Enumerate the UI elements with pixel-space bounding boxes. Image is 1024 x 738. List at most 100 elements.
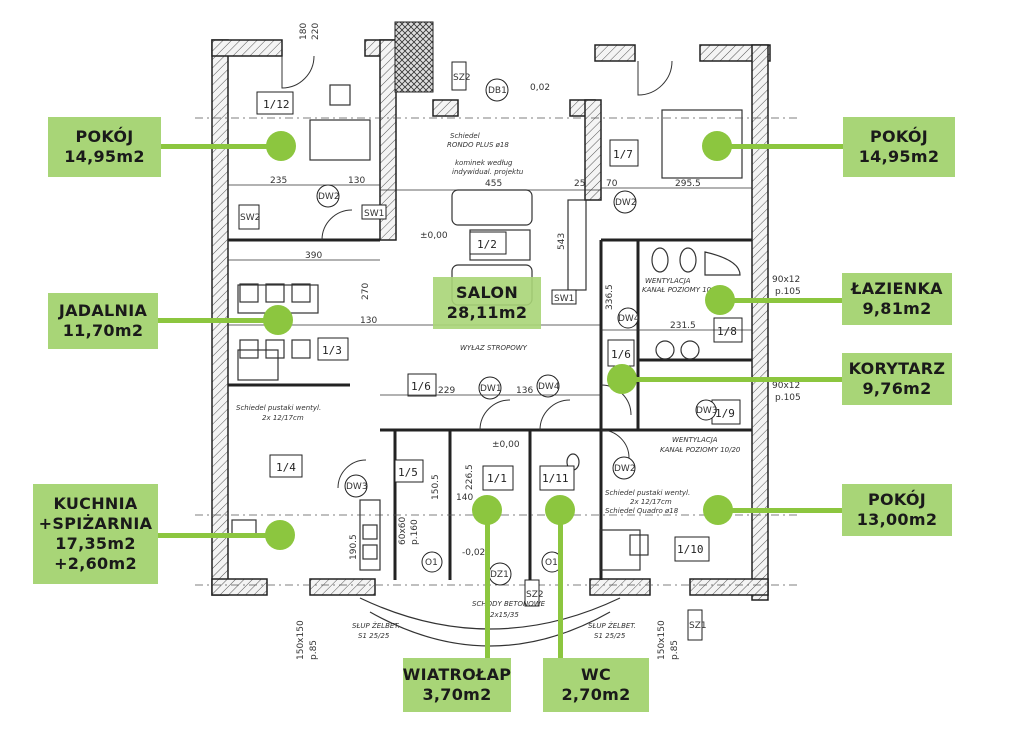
room-area: 3,70m2 (422, 685, 492, 704)
room-area-2: +2,60m2 (54, 554, 137, 573)
column-note-left: SŁUP ŻELBET. (352, 621, 400, 630)
tag-dw3-right: DW3 (696, 406, 718, 416)
dim-336-5: 336.5 (605, 284, 615, 310)
marker-pokoj-1-7 (702, 131, 732, 161)
vent-channel-room-2: KANAŁ POZIOMY 10/20 (660, 446, 741, 454)
chimney-note-1: Schiedel (450, 132, 480, 140)
dim-136: 136 (516, 386, 533, 396)
leader-kuchnia (158, 533, 280, 538)
window-hall-sill: p.105 (775, 393, 801, 403)
window-size-right: 150x150 (657, 620, 667, 660)
fireplace-note-1: kominek według (455, 159, 513, 167)
leader-pokoj-1-7 (717, 144, 843, 149)
axis-lines (195, 117, 800, 586)
dim-190-5: 190.5 (349, 534, 359, 560)
dim-270: 270 (361, 283, 371, 300)
plan-no-1-6: 1/6 (611, 348, 631, 361)
marker-pokoj-1-12 (266, 131, 296, 161)
tag-sw1-left: SW1 (364, 209, 384, 219)
vent-note-1b: 2x 12/17cm (262, 414, 304, 422)
leader-pokoj-1-12 (161, 144, 281, 149)
leader-lazienka (720, 298, 842, 303)
fireplace-note-2: indywidual. projektu (452, 168, 524, 176)
dim-180: 180 (299, 23, 309, 40)
exterior-walls (211, 39, 771, 601)
room-area: 2,70m2 (561, 685, 631, 704)
plan-no-1-8: 1/8 (717, 325, 737, 338)
room-area: 13,00m2 (856, 510, 938, 529)
room-name: ŁAZIENKA (851, 279, 943, 298)
room-area: 11,70m2 (62, 321, 144, 340)
marker-wc (545, 495, 575, 525)
label-korytarz: KORYTARZ 9,76m2 (842, 353, 952, 405)
tag-dw1: DW1 (480, 384, 502, 394)
plan-no-1-2: 1/2 (477, 238, 497, 251)
dim-70: 70 (606, 179, 618, 189)
room-name: POKÓJ (75, 127, 134, 146)
plan-no-1-9: 1/9 (715, 407, 735, 420)
entrance-stairs (369, 611, 611, 647)
level-top: 0,02 (530, 83, 550, 93)
level-entry: -0,02 (462, 548, 485, 558)
plan-no-1-6-left: 1/6 (411, 380, 431, 393)
window-sill-left: p.85 (309, 640, 319, 660)
vent-channel-bath: WENTYLACJA (645, 277, 691, 285)
plan-no-1-5: 1/5 (398, 466, 418, 479)
room-area: 28,11m2 (446, 303, 528, 322)
tag-o1-left: O1 (425, 558, 438, 568)
room-area: 14,95m2 (858, 147, 940, 166)
dim-220: 220 (311, 23, 321, 40)
label-wiatrolap: WIATROŁAP 3,70m2 (403, 658, 511, 712)
label-pokoj-1-7: POKÓJ 14,95m2 (843, 117, 955, 177)
window-bath-sill: p.105 (775, 287, 801, 297)
marker-korytarz (607, 364, 637, 394)
door-swings (281, 55, 673, 489)
window-hall: 90x12 (772, 381, 800, 391)
chimney-note-2: RONDO PLUS ø18 (447, 141, 509, 149)
interior-walls (228, 238, 752, 580)
level-zero-salon: ±0,00 (420, 231, 448, 241)
dim-229: 229 (438, 386, 455, 396)
plan-no-1-11: 1/11 (542, 472, 569, 485)
dim-150-5: 150.5 (431, 474, 441, 500)
leader-jadalnia (158, 318, 278, 323)
room-name: POKÓJ (869, 127, 929, 146)
column-note-right-2: S1 25/25 (594, 632, 626, 640)
room-area: 17,35m2 (55, 534, 136, 553)
window-pantry: 60x60 (398, 516, 408, 545)
window-pantry-sill: p.160 (410, 519, 420, 545)
leader-pokoj-1-10 (718, 508, 842, 513)
vent-note-1: Schiedel pustaki wentyl. (236, 404, 321, 412)
plan-no-1-7: 1/7 (613, 148, 633, 161)
tag-db1: DB1 (488, 86, 507, 96)
tag-dw2-bottom: DW2 (614, 464, 636, 474)
dim-130: 130 (348, 176, 365, 186)
label-jadalnia: JADALNIA 11,70m2 (48, 293, 158, 349)
plan-no-1-10: 1/10 (677, 543, 704, 556)
label-wc: WC 2,70m2 (543, 658, 649, 712)
label-salon: SALON 28,11m2 (433, 277, 541, 329)
room-name: KORYTARZ (848, 359, 946, 378)
leader-wiatrolap (485, 510, 490, 660)
vent-channel-room: WENTYLACJA (672, 436, 718, 444)
room-area: 9,76m2 (862, 379, 932, 398)
room-name: WIATROŁAP (402, 665, 512, 684)
stairs-note-2: 2x15/35 (490, 611, 519, 619)
column-note-right: SŁUP ŻELBET. (588, 621, 636, 630)
entrance-stairs-inner (359, 597, 621, 630)
ceiling-hatch-note: WYŁAZ STROPOWY (460, 344, 528, 352)
marker-jadalnia (263, 305, 293, 335)
plan-no-1-1: 1/1 (487, 472, 507, 485)
dim-390: 390 (305, 251, 322, 261)
tag-sz2: SZ2 (453, 73, 471, 83)
label-kuchnia: KUCHNIA +SPIŻARNIA 17,35m2 +2,60m2 (33, 484, 158, 584)
room-area: 9,81m2 (862, 299, 932, 318)
tag-sw2: SW2 (240, 213, 260, 223)
plan-no-1-4: 1/4 (276, 461, 296, 474)
level-zero-entry: ±0,00 (492, 440, 520, 450)
window-size-left: 150x150 (296, 620, 306, 660)
tag-dw3: DW3 (346, 482, 368, 492)
dim-25: 25 (574, 179, 585, 189)
plan-no-1-3: 1/3 (322, 344, 342, 357)
marker-pokoj-1-10 (703, 495, 733, 525)
